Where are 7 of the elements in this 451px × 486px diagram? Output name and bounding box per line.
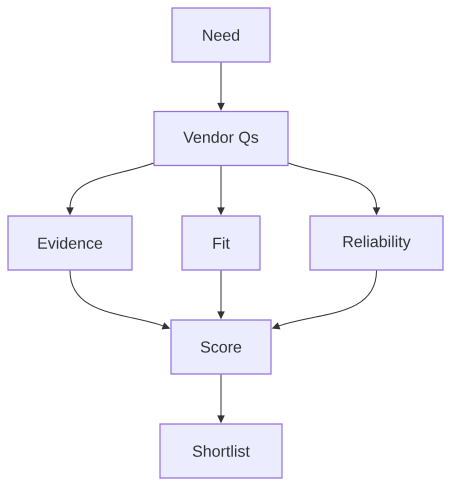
process-box: Need <box>171 7 271 63</box>
process-box: Fit <box>181 215 261 271</box>
process-box: Shortlist <box>159 423 283 479</box>
process-box: Reliability <box>309 215 444 271</box>
process-box: Vendor Qs <box>153 110 289 166</box>
process-box: Score <box>170 319 272 375</box>
process-box: Evidence <box>7 215 133 271</box>
